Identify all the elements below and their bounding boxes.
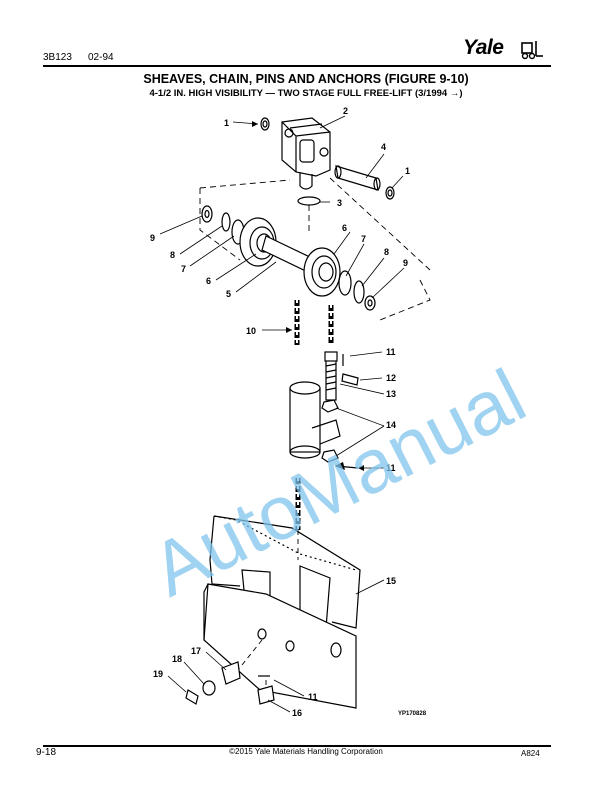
o-ring-3: [297, 196, 321, 206]
callout: 11: [308, 692, 318, 702]
footer-rule: [43, 745, 551, 747]
callout: 16: [292, 708, 302, 718]
pin-4: [334, 165, 381, 191]
page-subtitle: 4-1/2 IN. HIGH VISIBILITY — TWO STAGE FU…: [149, 88, 463, 99]
callout: 10: [246, 326, 256, 336]
header-rule: [43, 65, 551, 67]
callout: 15: [386, 576, 396, 586]
callout: 11: [386, 463, 396, 473]
callout: 6: [206, 276, 211, 286]
callout: 8: [384, 247, 389, 257]
callout: 17: [191, 646, 201, 656]
ring-18: [202, 680, 216, 696]
right-sheave: [303, 247, 376, 311]
fitting-17: [221, 661, 241, 685]
page-number: 9-18: [36, 747, 57, 758]
callout: 1: [224, 118, 229, 128]
left-sheave: [201, 205, 277, 267]
callout: 1: [405, 166, 410, 176]
figure-reference-code: YP170828: [398, 711, 427, 717]
nut-14-upper: [321, 399, 339, 413]
callout: 18: [172, 654, 182, 664]
callout: 13: [386, 389, 396, 399]
callout: 12: [386, 373, 396, 383]
brand-logo: Yale: [463, 36, 504, 59]
carriage-15: [203, 515, 361, 709]
retaining-ring-1-right: [385, 186, 395, 200]
callout: 8: [170, 250, 175, 260]
callout-labels: 1 2 1 4 3 6 9 8 7 7 8 9 6 5 10 11 12 13 …: [150, 106, 410, 718]
plug-19: [185, 689, 199, 705]
document-date: 02-94: [88, 52, 114, 63]
watermark: AutoManual: [139, 353, 539, 613]
callout: 2: [343, 106, 348, 116]
sheave-bracket: [281, 117, 331, 190]
cylinder-anchor: [289, 381, 341, 459]
pin-12: [341, 373, 359, 386]
page-title: SHEAVES, CHAIN, PINS AND ANCHORS (FIGURE…: [143, 72, 469, 86]
nut-14-lower: [321, 449, 339, 463]
callout: 4: [381, 142, 386, 152]
callout: 9: [150, 233, 155, 243]
callout: 7: [181, 264, 186, 274]
callout: 6: [342, 223, 347, 233]
copyright-notice: ©2015 Yale Materials Handling Corporatio…: [229, 747, 383, 756]
callout: 14: [386, 420, 396, 430]
callout: 3: [337, 198, 342, 208]
document-code: 3B123: [43, 52, 72, 63]
callout: 7: [361, 234, 366, 244]
footer-code: A824: [521, 749, 540, 758]
chain-anchor-bolt-13: [324, 351, 338, 401]
callout: 11: [386, 347, 396, 357]
retaining-ring-1-top: [260, 117, 270, 131]
pin-16: [257, 685, 275, 705]
forklift-icon: [521, 41, 543, 60]
callout: 9: [403, 258, 408, 268]
callout: 19: [153, 669, 163, 679]
callout: 5: [226, 289, 231, 299]
